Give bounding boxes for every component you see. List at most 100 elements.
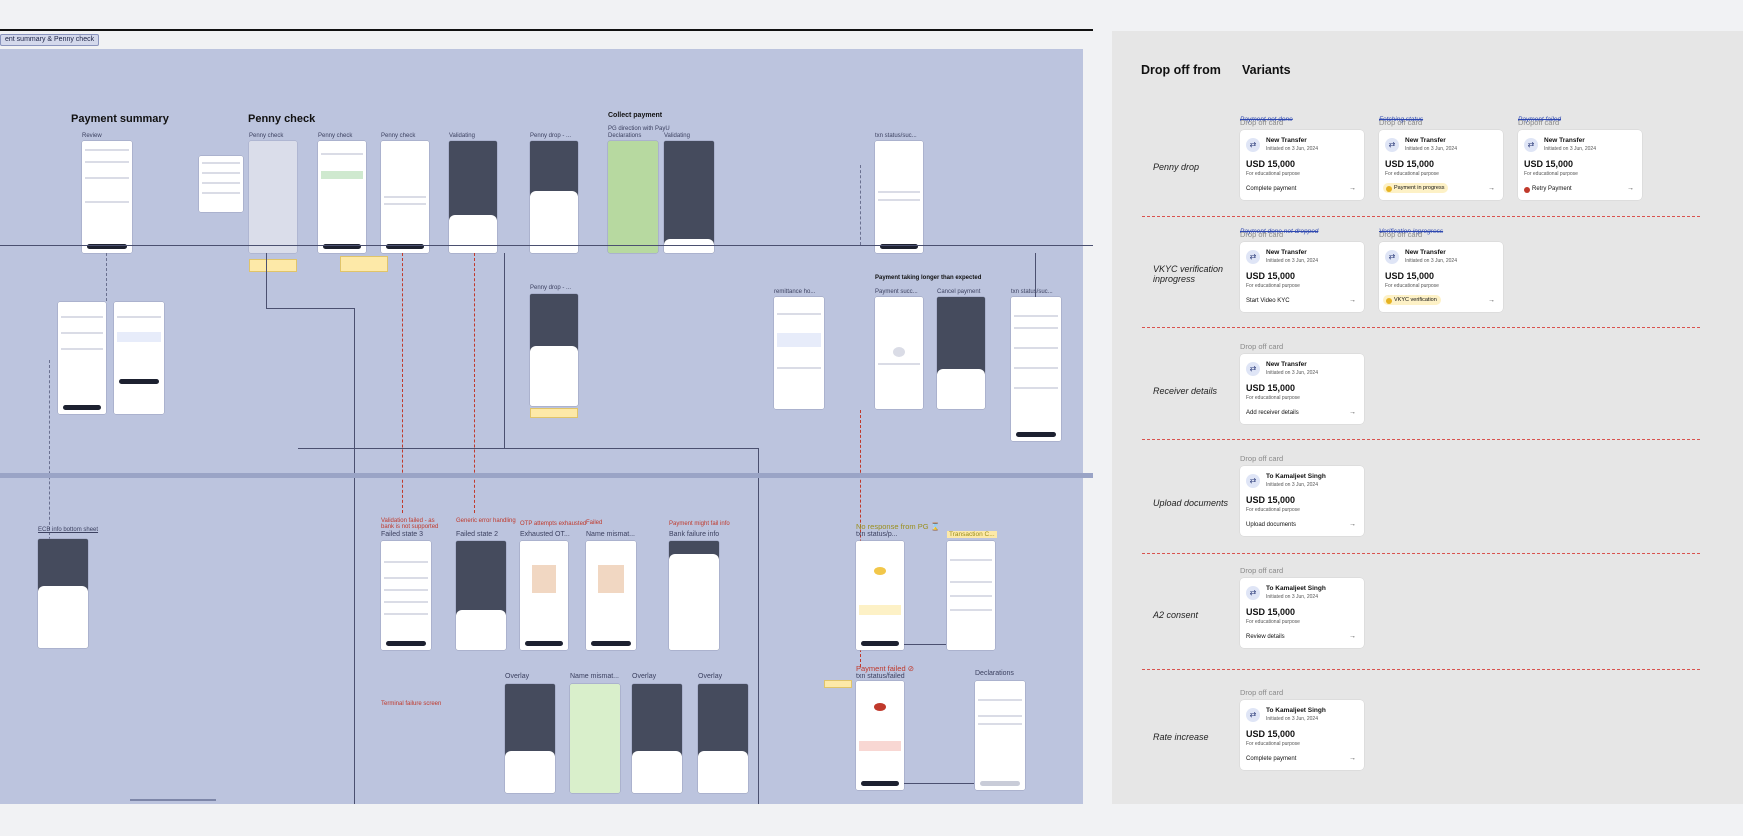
frame-label-txn-status: txn status/suc...	[875, 133, 917, 139]
swimlane-divider	[0, 473, 1093, 478]
card-action-button[interactable]: Start Video KYC	[1246, 298, 1290, 304]
card-caption: Drop off card	[1240, 566, 1283, 575]
screen-txn-status-pending[interactable]	[856, 541, 904, 650]
card-amount: USD 15,000	[1385, 271, 1435, 281]
frame-label-name-mismatch-top: Name mismat...	[586, 531, 636, 538]
flow-line-main	[0, 245, 1093, 246]
arrow-right-icon[interactable]: →	[1349, 409, 1356, 416]
arrow-right-icon[interactable]: →	[1349, 755, 1356, 762]
screen-bank-list[interactable]	[199, 156, 243, 212]
frame-label-penny-check-2: Penny check	[318, 133, 353, 139]
screen-overlay-1[interactable]	[505, 684, 555, 793]
card-action-button[interactable]: Review details	[1246, 634, 1285, 640]
screen-failed-state-2[interactable]	[456, 541, 506, 650]
screen-bank-failure[interactable]	[669, 541, 719, 650]
card-caption-text: Dropoff card	[1518, 118, 1560, 127]
card-title: To Kamaljeet Singh	[1266, 707, 1326, 714]
frame-label-remittance: remittance ho...	[774, 289, 816, 295]
frame-label-bank-failure: Bank failure info	[669, 531, 720, 538]
screen-failed-state-3[interactable]	[381, 541, 431, 650]
screen-penny-check-3[interactable]	[381, 141, 429, 253]
screen-penny-drop-1[interactable]	[530, 141, 578, 253]
flow-dashed-grey-1	[106, 253, 107, 301]
canvas-scrollbar[interactable]	[130, 799, 216, 801]
sticky-note-1[interactable]	[249, 259, 297, 272]
card-amount: USD 15,000	[1246, 495, 1296, 505]
flow-line-v1	[266, 253, 267, 308]
row-separator	[1142, 669, 1700, 670]
screen-validating-2[interactable]	[664, 141, 714, 253]
arrow-right-icon[interactable]: →	[1349, 297, 1356, 304]
screen-penny-drop-2[interactable]	[530, 294, 578, 406]
sticky-note-3[interactable]	[530, 408, 578, 418]
arrow-right-icon[interactable]: →	[1349, 633, 1356, 640]
screen-exhausted-otp[interactable]	[520, 541, 568, 650]
card-amount: USD 15,000	[1246, 729, 1296, 739]
screen-with-ppmu[interactable]	[114, 302, 164, 414]
screen-validating[interactable]	[449, 141, 497, 253]
arrow-right-icon[interactable]: →	[1349, 185, 1356, 192]
screen-overlay-3[interactable]	[698, 684, 748, 793]
screen-penny-check-2[interactable]	[318, 141, 366, 253]
card-action-button[interactable]: Add receiver details	[1246, 410, 1299, 416]
sticky-note-2[interactable]	[340, 256, 388, 272]
arrow-right-icon[interactable]: →	[1488, 185, 1495, 192]
screen-payment-success[interactable]	[875, 297, 923, 409]
frame-label-declarations: Declarations	[608, 133, 642, 139]
sticky-note-4[interactable]	[824, 680, 852, 688]
screen-txn-status-2[interactable]	[1011, 297, 1061, 441]
card-action-label: Retry Payment	[1532, 186, 1572, 192]
screen-name-mismatch-top[interactable]	[586, 541, 636, 650]
frame-label-failed: Failed	[586, 520, 603, 526]
frame-label-review: Review	[82, 133, 102, 139]
card-caption-text: Drop off card	[1240, 342, 1284, 351]
screen-name-mismatch-bottom[interactable]	[570, 684, 620, 793]
card-action-button[interactable]: Upload documents	[1246, 522, 1297, 528]
screen-remittance[interactable]	[774, 297, 824, 409]
row-label: Upload documents	[1153, 498, 1229, 508]
transfer-icon: ⇄	[1246, 250, 1260, 264]
card-caption: Drop off card	[1240, 688, 1283, 697]
screen-review[interactable]	[82, 141, 132, 253]
card-caption-annotation: Payment not done	[1240, 116, 1293, 123]
screen-cancel-payment[interactable]	[937, 297, 985, 409]
card-purpose: For educational purpose	[1246, 507, 1300, 513]
screen-txn-failed[interactable]	[856, 681, 904, 790]
frame-label-payment-might-fail: Payment might fail info	[669, 521, 730, 527]
flow-dashed-grey-3	[860, 165, 861, 245]
transfer-icon: ⇄	[1246, 362, 1260, 376]
retry-payment-button[interactable]: Retry Payment	[1524, 186, 1572, 193]
screen-ecb-bottom-sheet[interactable]	[58, 302, 106, 414]
screen-ecb-info[interactable]	[38, 539, 88, 648]
card-action-button[interactable]: Complete payment	[1246, 756, 1297, 762]
frame-tag[interactable]: ent summary & Penny check	[0, 34, 100, 46]
card-title: To Kamaljeet Singh	[1266, 585, 1326, 592]
card-title: New Transfer	[1544, 137, 1585, 144]
error-dot-icon	[1524, 186, 1530, 193]
screen-overlay-2[interactable]	[632, 684, 682, 793]
card-initiated-date: Initiated on 3 Jun, 2024	[1266, 482, 1318, 488]
screen-transaction-confirm[interactable]	[947, 541, 995, 650]
screen-txn-status[interactable]	[875, 141, 923, 253]
card-action-button[interactable]: Complete payment	[1246, 186, 1297, 192]
screen-penny-check-1[interactable]	[249, 141, 297, 253]
arrow-right-icon[interactable]: →	[1349, 521, 1356, 528]
section-title-payment-summary: Payment summary	[71, 113, 169, 125]
card-initiated-date: Initiated on 3 Jun, 2024	[1266, 716, 1318, 722]
screen-declarations[interactable]	[975, 681, 1025, 790]
arrow-right-icon[interactable]: →	[1627, 185, 1634, 192]
card-amount: USD 15,000	[1246, 159, 1296, 169]
screen-redirect-payu[interactable]	[608, 141, 658, 253]
arrow-right-icon[interactable]: →	[1488, 297, 1495, 304]
flow-line-bottom-2	[904, 644, 946, 645]
